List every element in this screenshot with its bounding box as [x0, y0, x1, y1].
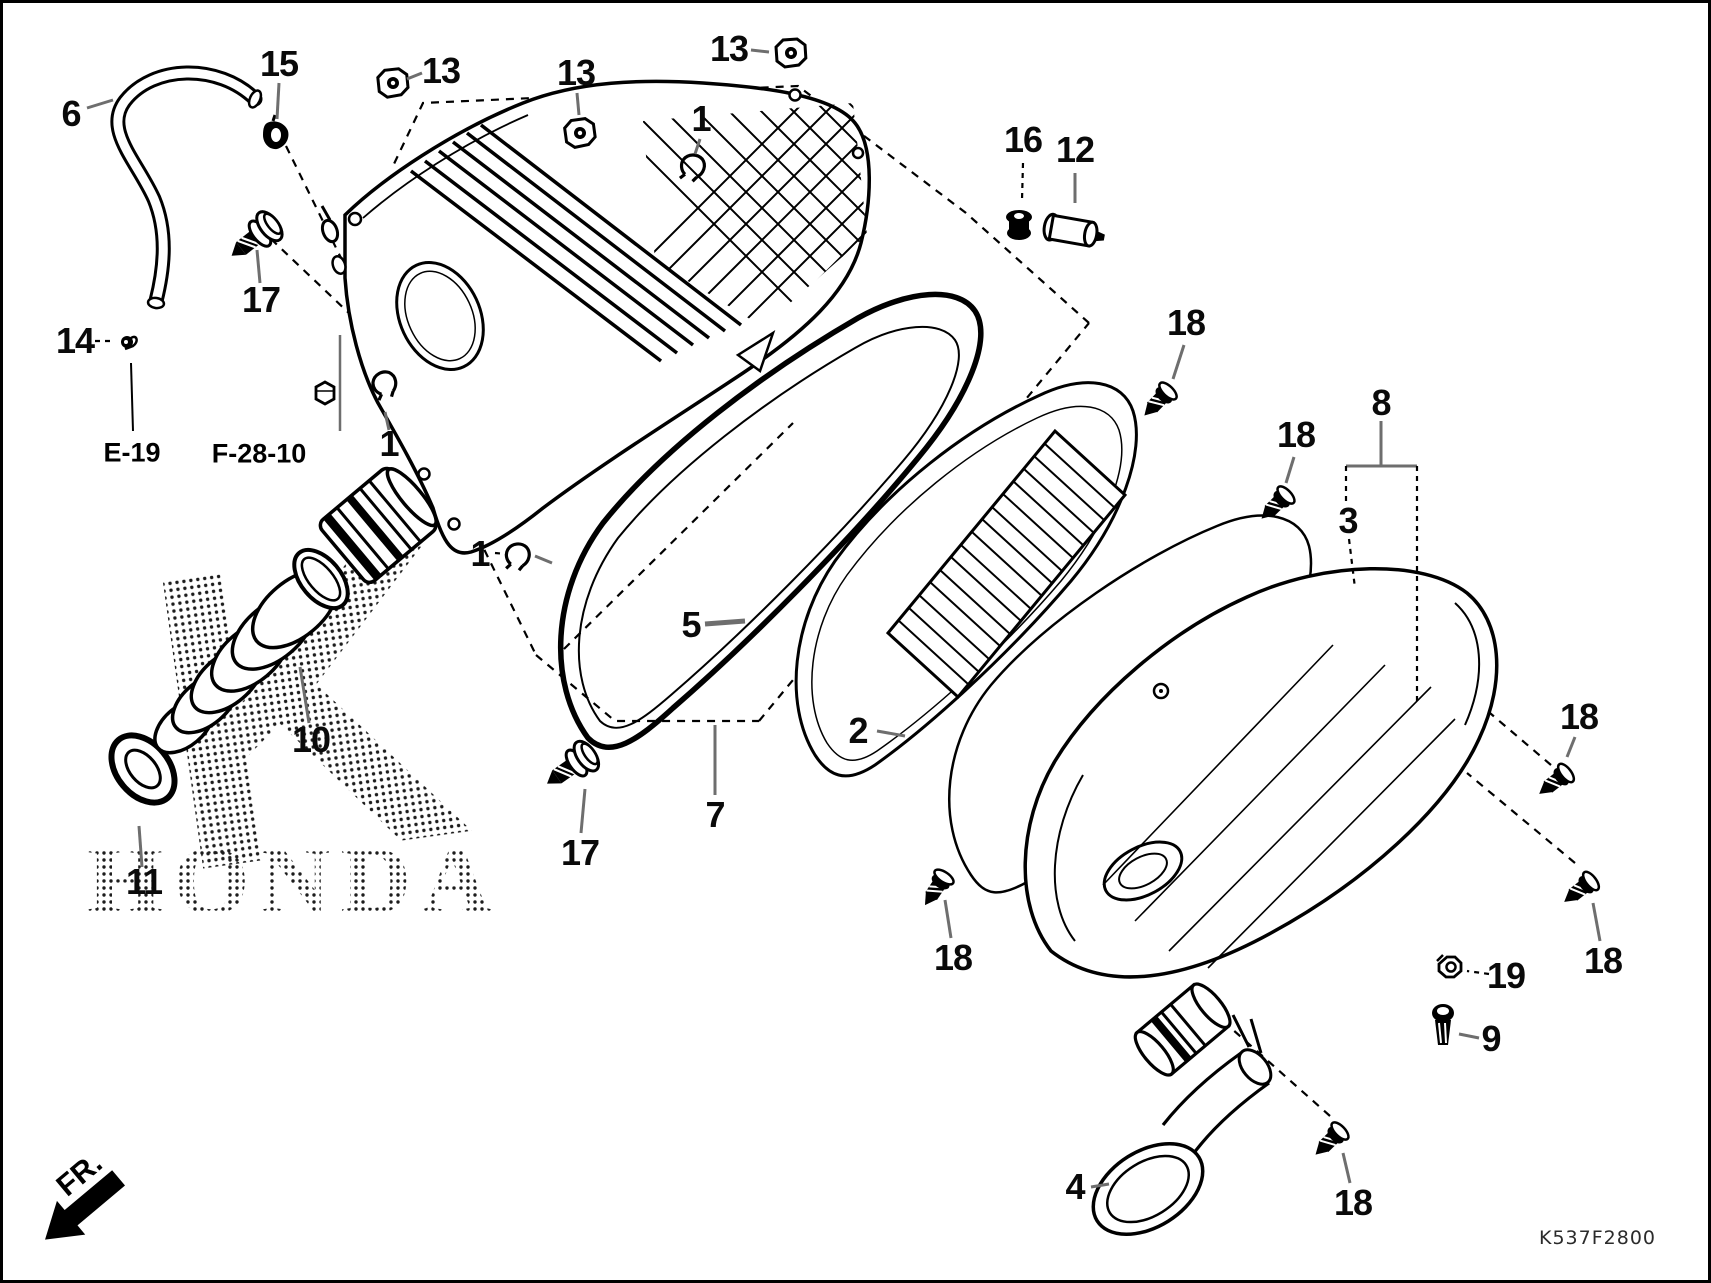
reference-label-f2810: F-28-10: [211, 438, 307, 469]
clip-nut-part19: [1435, 953, 1463, 979]
intake-funnel-part4: [1091, 1014, 1273, 1237]
valve-part12: [1040, 211, 1109, 251]
callout-15: 15: [259, 43, 299, 84]
duct-cap-part11: [108, 732, 178, 806]
reference-label-e19: E-19: [103, 437, 161, 468]
callout-18-1: 18: [1166, 302, 1206, 343]
screw-part18: [1531, 760, 1578, 804]
callout-18-4: 18: [1583, 940, 1623, 981]
callout-7: 7: [705, 794, 725, 835]
callout-18-2: 18: [1276, 414, 1316, 455]
hose-clip-part14: [119, 334, 138, 351]
fr-arrow-icon: [45, 1170, 126, 1240]
duct-boot: [318, 466, 438, 585]
screw-part17: [219, 205, 289, 271]
callout-1-1: 1: [691, 98, 711, 139]
leader-lines: [86, 48, 1602, 1189]
callout-19: 19: [1486, 955, 1526, 996]
callout-3: 3: [1338, 500, 1358, 541]
callout-1-2: 1: [379, 423, 399, 464]
cap-nut-part13: [374, 65, 412, 100]
callout-4: 4: [1065, 1166, 1085, 1207]
screw-part18: [914, 865, 958, 913]
exploded-view-drawing: K HONDA: [45, 35, 1603, 1240]
callout-18-6: 18: [1333, 1182, 1373, 1223]
watermark-honda-text: HONDA: [87, 827, 502, 935]
drain-tube-part6: [110, 65, 263, 310]
case-louvers: [409, 123, 743, 363]
grommet-part16: [1006, 210, 1032, 240]
callout-11: 11: [125, 861, 163, 902]
case-seal-part5: [557, 291, 984, 750]
callout-9: 9: [1481, 1018, 1501, 1059]
air-cleaner-cover-part8: [1023, 567, 1499, 1077]
callout-13-1: 13: [421, 50, 461, 91]
callout-17-2: 17: [560, 832, 600, 873]
callout-5: 5: [681, 604, 701, 645]
dashed-leader-lines: [95, 162, 1490, 976]
case-inlet-grid: [643, 103, 867, 327]
grommet-part15: [261, 113, 290, 151]
clip-part1: [502, 540, 533, 573]
cap-nut-part13: [772, 35, 810, 70]
screw-part17: [535, 735, 605, 800]
callout-14: 14: [55, 320, 95, 361]
callout-12: 12: [1055, 129, 1095, 170]
filter-element: [885, 428, 1128, 700]
callout-8: 8: [1371, 382, 1391, 423]
filter-plate-part2: [794, 381, 1138, 778]
front-direction-arrow: FR.: [45, 1147, 126, 1240]
callout-6: 6: [61, 93, 81, 134]
screw-part18: [1252, 482, 1299, 528]
callout-2: 2: [848, 710, 868, 751]
case-bolt: [314, 380, 336, 406]
air-cleaner-case: [320, 79, 871, 555]
cover-intake-throat: [1133, 982, 1232, 1077]
callout-18-3: 18: [1559, 696, 1599, 737]
rubber-plug-part9: [1431, 1003, 1455, 1046]
callout-13-3: 13: [709, 28, 749, 69]
callout-13-2: 13: [556, 52, 596, 93]
screw-part18: [1135, 378, 1181, 425]
screw-part18: [1556, 868, 1603, 912]
callout-10: 10: [291, 719, 331, 760]
callout-17-1: 17: [241, 279, 281, 320]
callout-18-5: 18: [933, 937, 973, 978]
callout-16: 16: [1003, 119, 1043, 160]
callout-1-3: 1: [470, 533, 490, 574]
diagram-code: K537F2800: [1539, 1227, 1657, 1249]
air-intake-duct-part10: [108, 466, 438, 806]
